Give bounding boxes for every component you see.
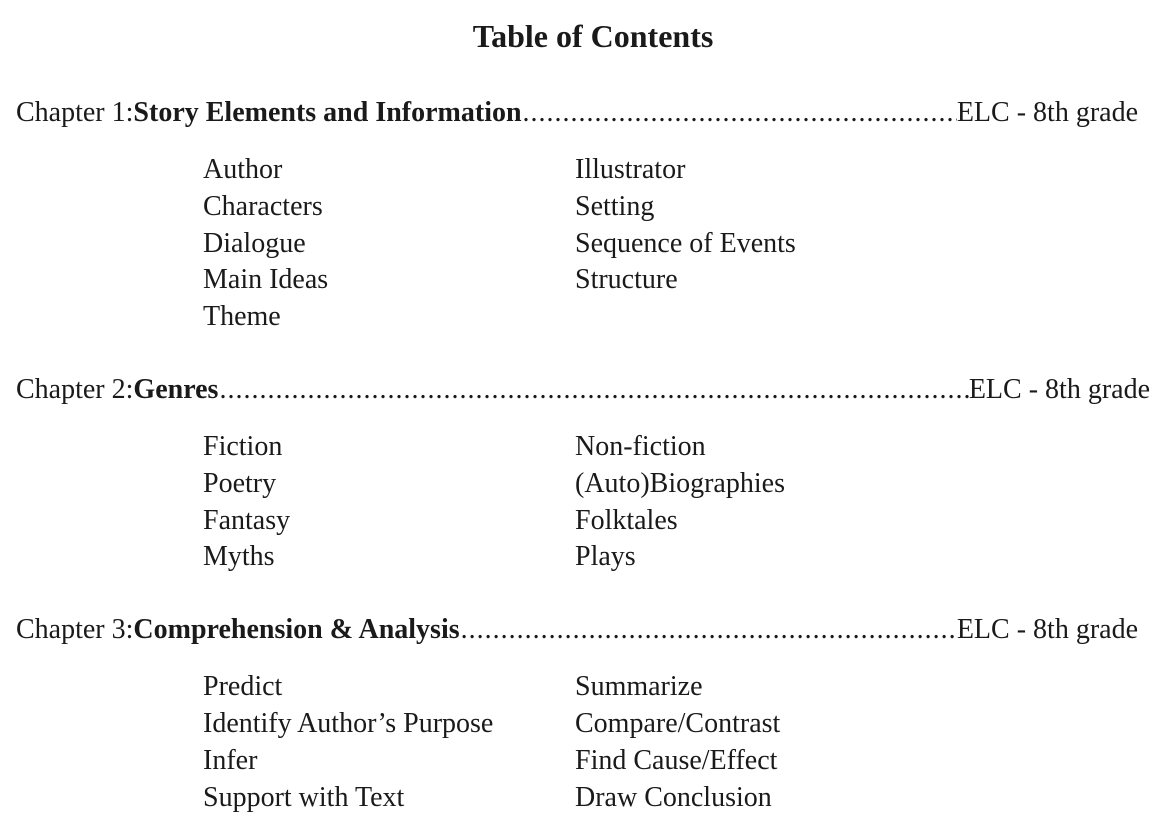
- chapter-2-topic: Poetry: [203, 468, 277, 499]
- chapter-1-grade: ELC - 8th grade: [956, 97, 1138, 128]
- chapter-2-topic: Fiction: [203, 431, 283, 462]
- chapter-2-name: Genres: [133, 374, 219, 405]
- chapter-2-dot-leader: [219, 372, 968, 408]
- chapter-1-topic: Setting: [575, 191, 655, 222]
- chapter-3-topic: Identify Author’s Purpose: [203, 708, 494, 739]
- chapter-1-topic: Main Ideas: [203, 264, 329, 295]
- chapter-1-name: Story Elements and Information: [133, 97, 522, 128]
- chapter-1-dot-leader: [523, 95, 957, 131]
- chapter-1-prefix: Chapter 1:: [16, 97, 134, 128]
- chapter-1-topic: Sequence of Events: [575, 228, 796, 259]
- chapter-1-topic: Structure: [575, 264, 678, 295]
- chapter-3-topic: Infer: [203, 745, 258, 776]
- chapter-1-topic: Dialogue: [203, 228, 306, 259]
- chapter-3-heading: Chapter 3: Comprehension & Analysis ELC …: [16, 612, 1138, 648]
- chapter-3-topic: Compare/Contrast: [575, 708, 781, 739]
- chapter-1-topic: Author: [203, 154, 283, 185]
- chapter-2-grade: ELC - 8th grade: [968, 374, 1150, 405]
- chapter-2-topic: (Auto)Biographies: [575, 468, 785, 499]
- chapter-2-topic: Folktales: [575, 505, 678, 536]
- chapter-3-name: Comprehension & Analysis: [133, 614, 460, 645]
- chapter-1-topic: Theme: [203, 301, 281, 332]
- chapter-3-topic: Draw Conclusion: [575, 782, 772, 813]
- chapter-3-topic: Summarize: [575, 671, 703, 702]
- chapter-2-prefix: Chapter 2:: [16, 374, 134, 405]
- chapter-3-topic: Predict: [203, 671, 283, 702]
- chapter-1-topic: Characters: [203, 191, 323, 222]
- chapter-2-topic: Non-fiction: [575, 431, 706, 462]
- chapter-2-heading: Chapter 2: Genres ELC - 8th grade: [16, 372, 1150, 408]
- chapter-3-topic: Support with Text: [203, 782, 405, 813]
- page-title: Table of Contents: [472, 18, 714, 54]
- chapter-3-grade: ELC - 8th grade: [956, 614, 1138, 645]
- chapter-3-topic: Find Cause/Effect: [575, 745, 778, 776]
- chapter-3-dot-leader: [461, 612, 957, 648]
- chapter-2-topic: Plays: [575, 541, 636, 572]
- chapter-2-topic: Fantasy: [203, 505, 291, 536]
- chapter-3-prefix: Chapter 3:: [16, 614, 134, 645]
- chapter-2-topic: Myths: [203, 541, 275, 572]
- chapter-1-heading: Chapter 1: Story Elements and Informatio…: [16, 95, 1138, 131]
- chapter-1-topic: Illustrator: [575, 154, 686, 185]
